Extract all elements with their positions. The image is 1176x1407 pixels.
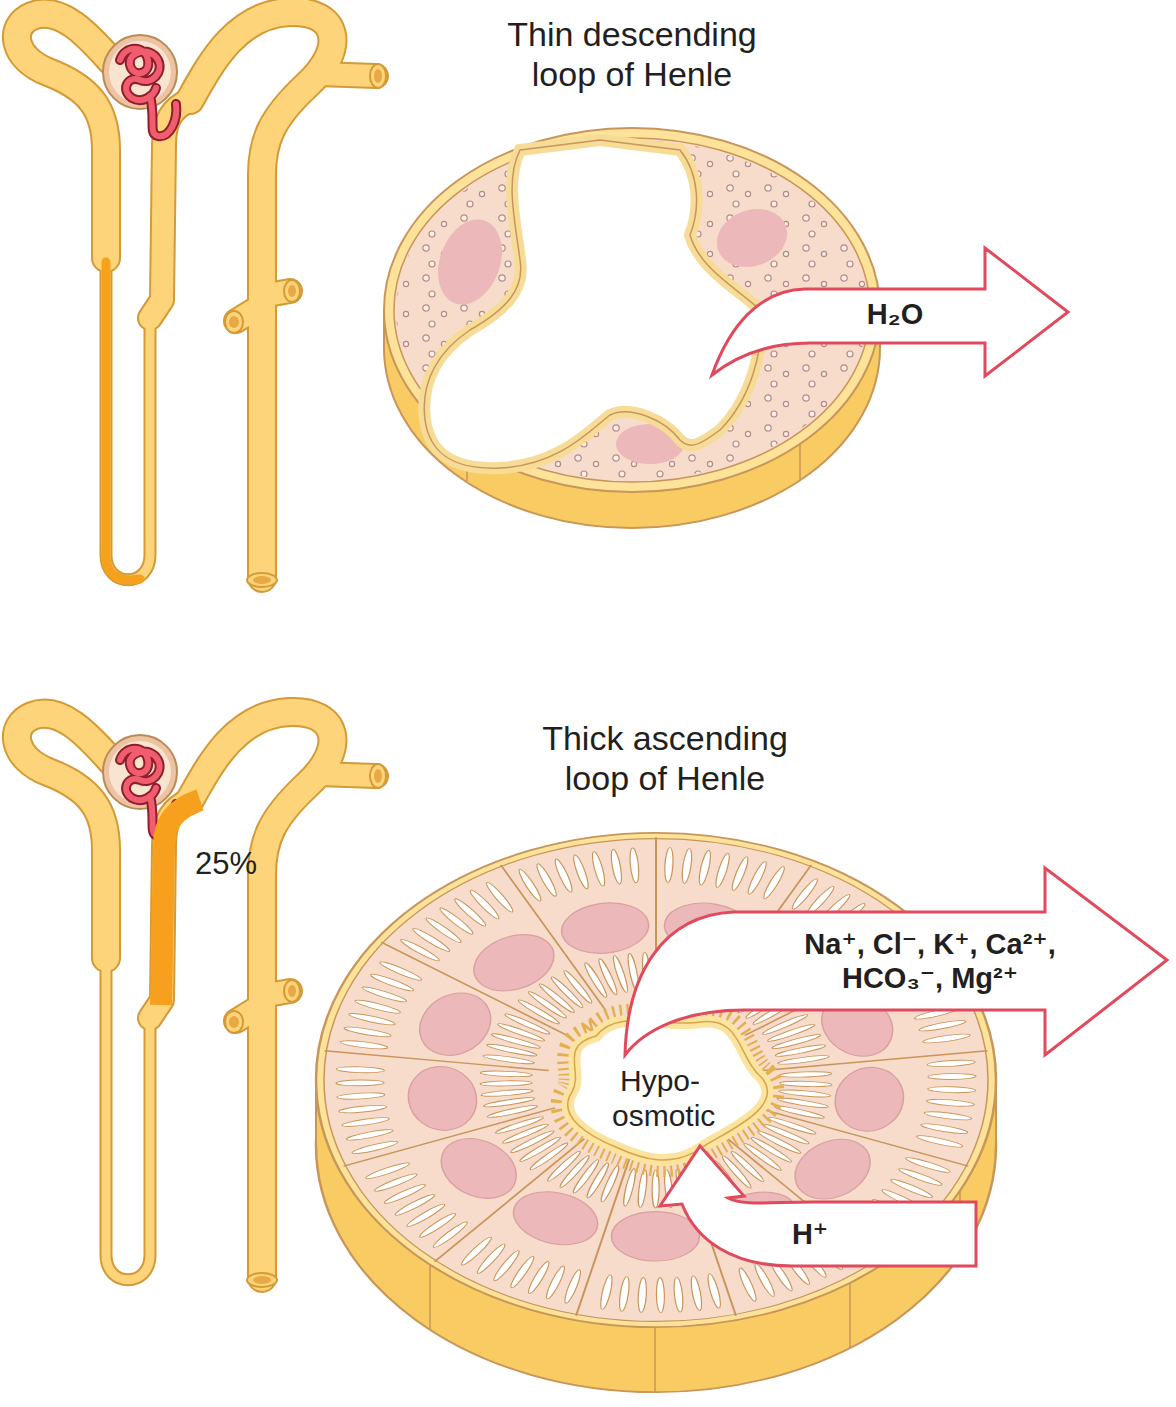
section-title: Thick ascending loop of Henle bbox=[542, 718, 788, 798]
thick-limb-section bbox=[297, 821, 1005, 1393]
cell-border bbox=[799, 444, 801, 479]
epithelium-face bbox=[297, 821, 1005, 1339]
arrow-outline bbox=[660, 1146, 976, 1266]
percentage-label: 25% bbox=[195, 846, 257, 883]
cell-border bbox=[429, 1264, 431, 1329]
cell-border bbox=[849, 1283, 851, 1348]
nucleus bbox=[427, 210, 513, 313]
flow-arrow: H⁺ bbox=[640, 1140, 980, 1270]
arrow-outline bbox=[712, 248, 1068, 376]
brush-border bbox=[568, 1021, 768, 1160]
lumen-edge bbox=[568, 1021, 768, 1160]
section-title: Thin descending loop of Henle bbox=[507, 14, 757, 94]
arrow-label: Na⁺, Cl⁻, K⁺, Ca²⁺, HCO₃⁻, Mg²⁺ bbox=[804, 927, 1056, 995]
arrow-outline bbox=[625, 868, 1167, 1055]
lumen-label: Hypo- osmotic bbox=[612, 1063, 708, 1134]
arrow-label: H₂O bbox=[867, 297, 923, 331]
highlight-thick-ascending bbox=[161, 800, 200, 1005]
lumen bbox=[424, 140, 761, 468]
cross-section: Thin descending loop of Henle bbox=[384, 12, 880, 502]
flow-arrow: H₂O bbox=[710, 245, 1072, 380]
flow-arrow: Na⁺, Cl⁻, K⁺, Ca²⁺, HCO₃⁻, Mg²⁺ bbox=[622, 865, 1172, 1060]
cell-border bbox=[654, 1327, 656, 1392]
arrow-shape bbox=[640, 1140, 980, 1270]
lumen-edge bbox=[424, 140, 761, 468]
nucleus bbox=[709, 199, 796, 276]
cross-section: Thick ascending loop of HenleHypo- osmot… bbox=[312, 715, 1002, 1395]
lumen-region: Hypo- osmotic bbox=[580, 1030, 740, 1150]
epithelial-cell bbox=[763, 1051, 1003, 1166]
lumen bbox=[568, 1021, 768, 1160]
arrow-label: H⁺ bbox=[792, 1217, 828, 1251]
nephron-top bbox=[17, 12, 386, 587]
highlight-thin-descending bbox=[106, 262, 140, 580]
